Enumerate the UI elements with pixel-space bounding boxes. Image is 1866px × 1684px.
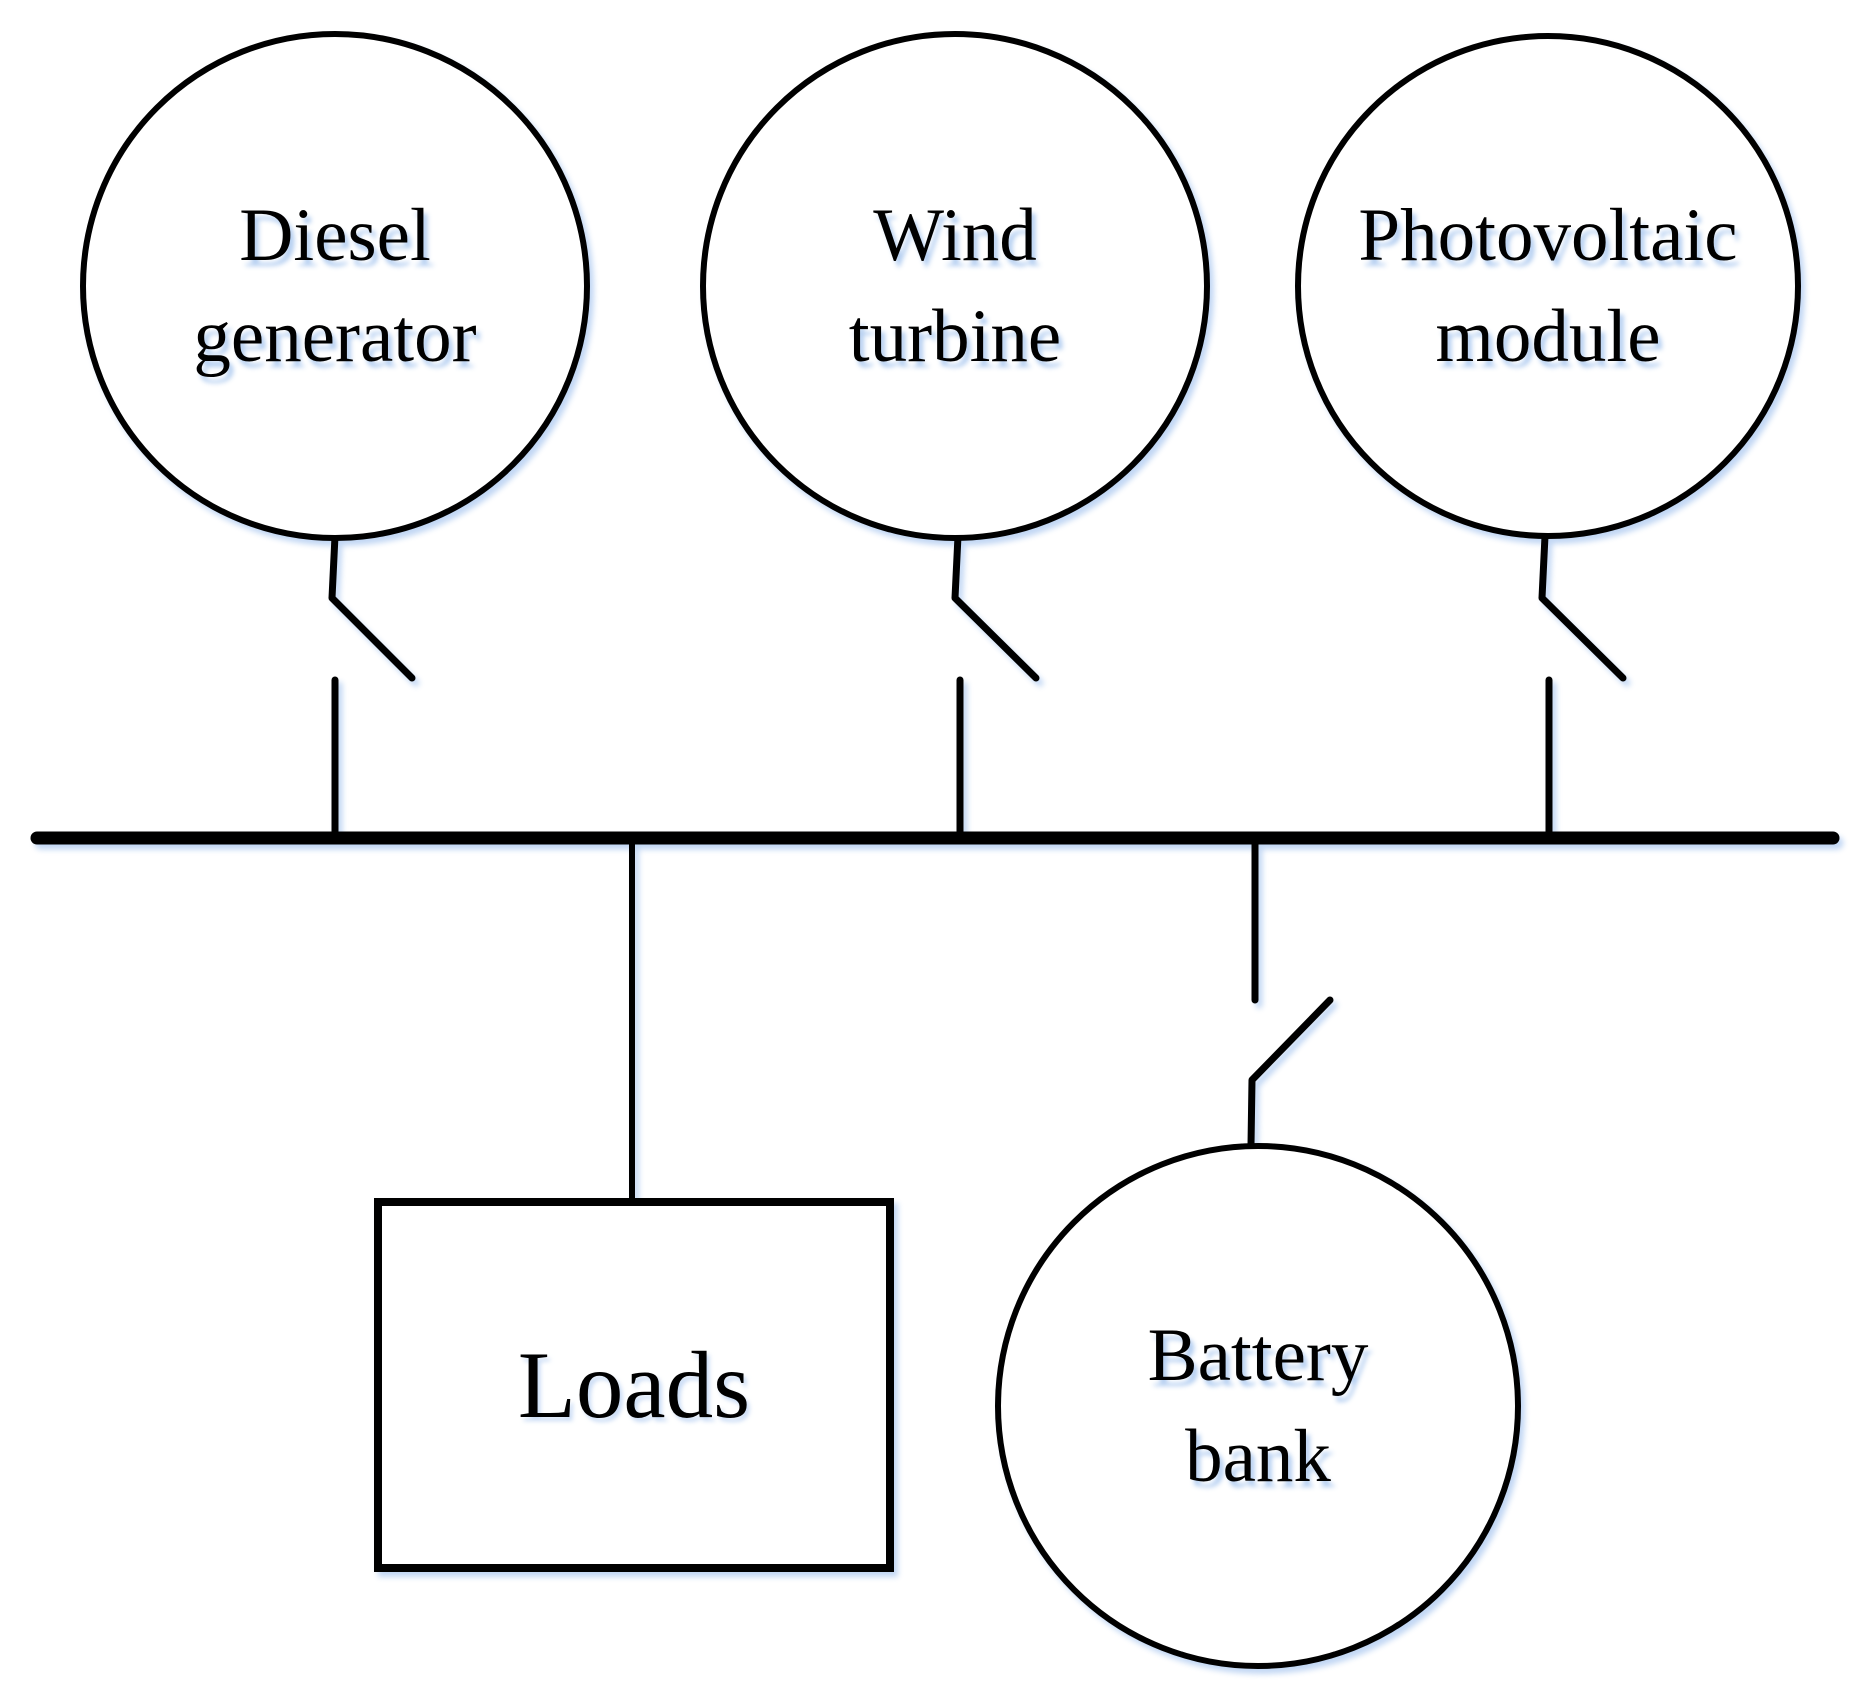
- photovoltaic-module-circle: [1295, 33, 1801, 539]
- wind-turbine-circle: [700, 31, 1210, 541]
- battery-bank-circle: [995, 1143, 1521, 1669]
- loads-box: [374, 1198, 894, 1572]
- diesel-generator-circle: [80, 31, 590, 541]
- pv-switch-icon: [1538, 532, 1627, 682]
- diesel-switch-icon: [328, 532, 416, 682]
- wind-switch-icon: [951, 532, 1040, 682]
- battery-switch-icon: [1247, 996, 1334, 1149]
